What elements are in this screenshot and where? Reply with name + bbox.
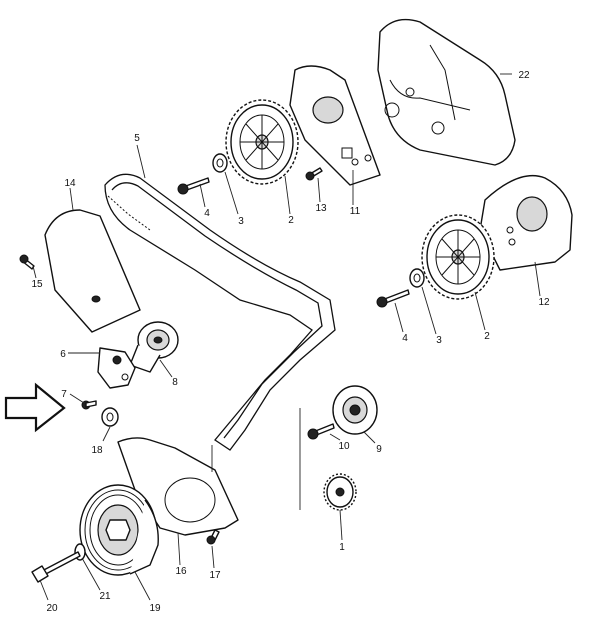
crank-bolt-20 (31, 551, 81, 583)
callout-4-upper: 4 (204, 208, 210, 219)
callout-20: 20 (46, 603, 58, 614)
callout-17: 17 (209, 570, 221, 581)
callout-8: 8 (172, 377, 178, 388)
callout-4-lower: 4 (402, 333, 408, 344)
hub-3-lower (409, 268, 425, 288)
callout-labels: 1 2 2 3 3 4 4 5 6 7 8 9 10 11 12 13 14 1… (31, 70, 550, 614)
washer-18 (101, 407, 119, 427)
rear-plate-11 (289, 65, 381, 186)
timing-belt-5 (104, 173, 336, 451)
bolt-15 (19, 254, 35, 270)
callout-21: 21 (99, 591, 111, 602)
hub-3-upper (212, 153, 228, 173)
callout-9: 9 (376, 444, 382, 455)
camshaft-gear-upper-2 (225, 99, 299, 185)
rear-plate-12 (479, 174, 573, 271)
tensioner-8 (129, 321, 179, 373)
upper-timing-cover-22 (377, 18, 516, 166)
callout-18: 18 (91, 445, 103, 456)
bolt-4-upper (177, 177, 210, 195)
bolt-10 (307, 423, 335, 440)
callout-2-upper: 2 (288, 215, 294, 226)
bolt-17 (206, 529, 220, 545)
camshaft-gear-lower-2 (421, 214, 495, 300)
callout-5: 5 (134, 133, 140, 144)
callout-3-lower: 3 (436, 335, 442, 346)
callout-10: 10 (338, 441, 350, 452)
bolt-13 (305, 167, 323, 181)
callout-19: 19 (149, 603, 161, 614)
callout-1: 1 (339, 542, 345, 553)
backplate-16 (117, 437, 239, 536)
callout-22: 22 (518, 70, 530, 81)
bolt-4-lower (376, 289, 410, 308)
crank-gear-1 (323, 473, 357, 511)
callout-16: 16 (175, 566, 187, 577)
front-cover-14 (44, 209, 141, 333)
callout-3-upper: 3 (238, 216, 244, 227)
callout-15: 15 (31, 279, 43, 290)
callout-6: 6 (60, 349, 66, 360)
idler-pulley-9 (332, 385, 378, 435)
crank-pulley-19 (79, 484, 159, 576)
bolt-7 (81, 400, 97, 410)
leader-lines (32, 73, 541, 601)
callout-11: 11 (350, 206, 361, 217)
callout-2-lower: 2 (484, 331, 490, 342)
tensioner-bracket-6 (97, 347, 136, 389)
callout-12: 12 (538, 297, 550, 308)
callout-7: 7 (61, 389, 67, 400)
callout-13: 13 (315, 203, 327, 214)
pointer-arrow-icon (4, 382, 66, 433)
callout-14: 14 (64, 178, 76, 189)
